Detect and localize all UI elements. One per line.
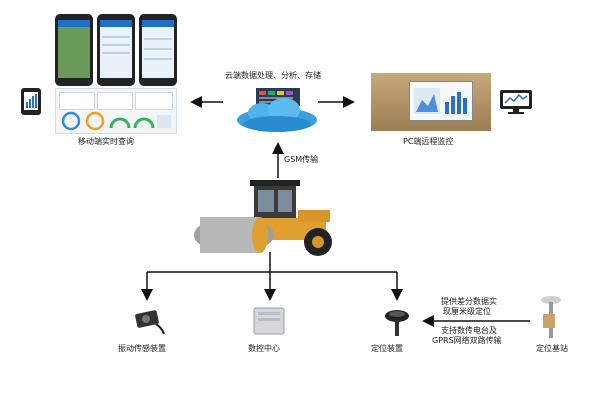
pc-label: PC端远程监控 [403, 137, 454, 146]
gsm-label: GSM传输 [284, 155, 319, 164]
dashboard-card-icon [135, 92, 173, 110]
dashboard-card-icon [59, 92, 95, 110]
radio-label-line1: 支持数传电台及 [441, 326, 497, 335]
cloud-label: 云端数据处理、分析、存储 [225, 71, 321, 80]
road-roller-icon [194, 180, 332, 256]
diff-label-line1: 提供差分数据实 [441, 297, 497, 306]
tablet-chart-icon [21, 88, 41, 115]
phone-form-icon [139, 14, 177, 86]
monitor-chart-icon [500, 90, 532, 114]
base-label: 定位基站 [536, 344, 568, 353]
phone-map-icon [55, 14, 93, 86]
control-label: 数控中心 [248, 344, 280, 353]
pc-monitoring-photo [371, 73, 491, 131]
vibration-label: 振动传感装置 [118, 344, 166, 353]
diff-label-line2: 现厘米级定位 [443, 307, 491, 316]
mobile-dashboard-panel [55, 88, 177, 134]
dashboard-card-icon [97, 92, 133, 110]
radio-label-line2: GPRS网络双路传输 [432, 336, 502, 345]
phone-chart-icon [97, 14, 135, 86]
gnss-antenna-icon [385, 310, 409, 336]
gauge-row-icon [61, 111, 171, 131]
vibration-sensor-icon [135, 310, 165, 335]
control-box-icon [253, 307, 285, 335]
cloud-icon [237, 88, 317, 132]
positioning-label: 定位装置 [371, 344, 403, 353]
base-station-icon [541, 296, 561, 338]
mobile-label: 移动端实时查询 [78, 137, 134, 146]
